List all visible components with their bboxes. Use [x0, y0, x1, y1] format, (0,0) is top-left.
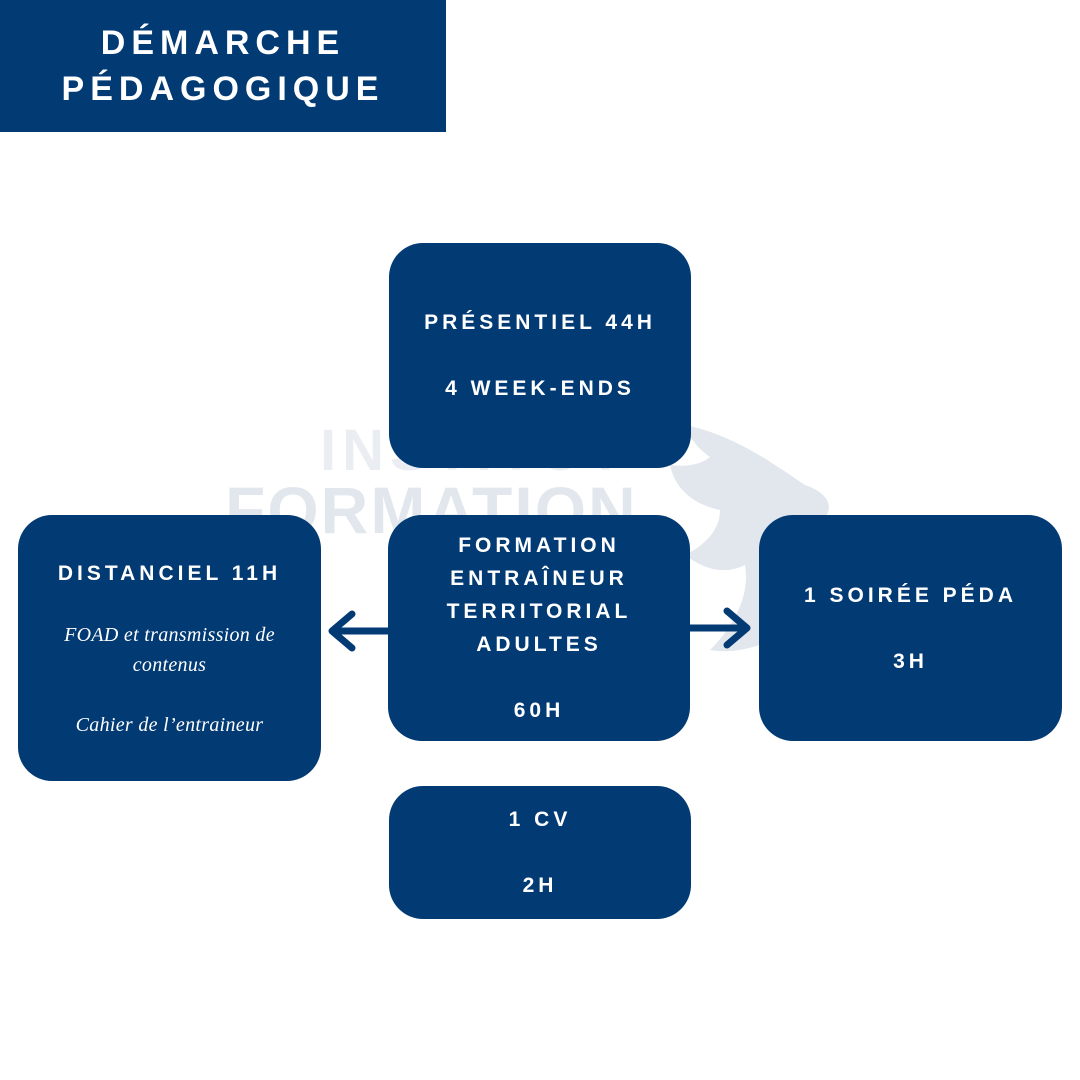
node-distanciel-item-2: Cahier de l’entraineur: [75, 713, 264, 736]
node-presentiel-title: PRÉSENTIEL 44H: [424, 311, 656, 334]
node-distanciel-item-1: FOAD et transmission de contenus: [64, 623, 275, 676]
node-center-line-3: TERRITORIAL: [446, 600, 632, 623]
node-center-line-2: ENTRAÎNEUR: [450, 567, 628, 590]
arrow-left-head: [328, 610, 356, 652]
node-cv-title: 1 CV: [508, 808, 572, 831]
node-center-line-1: FORMATION: [458, 534, 620, 557]
node-distanciel-title: DISTANCIEL 11H: [57, 561, 282, 585]
node-formation-center: FORMATION ENTRAÎNEUR TERRITORIAL ADULTES…: [388, 515, 690, 741]
node-soiree-peda: 1 SOIRÉE PÉDA 3H: [759, 515, 1062, 741]
node-presentiel-subtitle: 4 WEEK-ENDS: [445, 377, 635, 400]
node-cv: 1 CV 2H: [389, 786, 691, 919]
page-title-line-2: PÉDAGOGIQUE: [61, 70, 385, 108]
node-soiree-subtitle: 3H: [893, 649, 928, 673]
page-title-banner: DÉMARCHE PÉDAGOGIQUE: [0, 0, 446, 132]
node-presentiel: PRÉSENTIEL 44H 4 WEEK-ENDS: [389, 243, 691, 468]
node-center-hours: 60H: [513, 699, 565, 722]
node-center-line-4: ADULTES: [476, 633, 602, 656]
node-cv-subtitle: 2H: [522, 874, 558, 897]
page-title-line-1: DÉMARCHE: [100, 24, 346, 62]
node-soiree-title: 1 SOIRÉE PÉDA: [803, 583, 1018, 607]
node-distanciel: DISTANCIEL 11H FOAD et transmission de c…: [18, 515, 321, 781]
arrow-right-head: [723, 607, 751, 649]
